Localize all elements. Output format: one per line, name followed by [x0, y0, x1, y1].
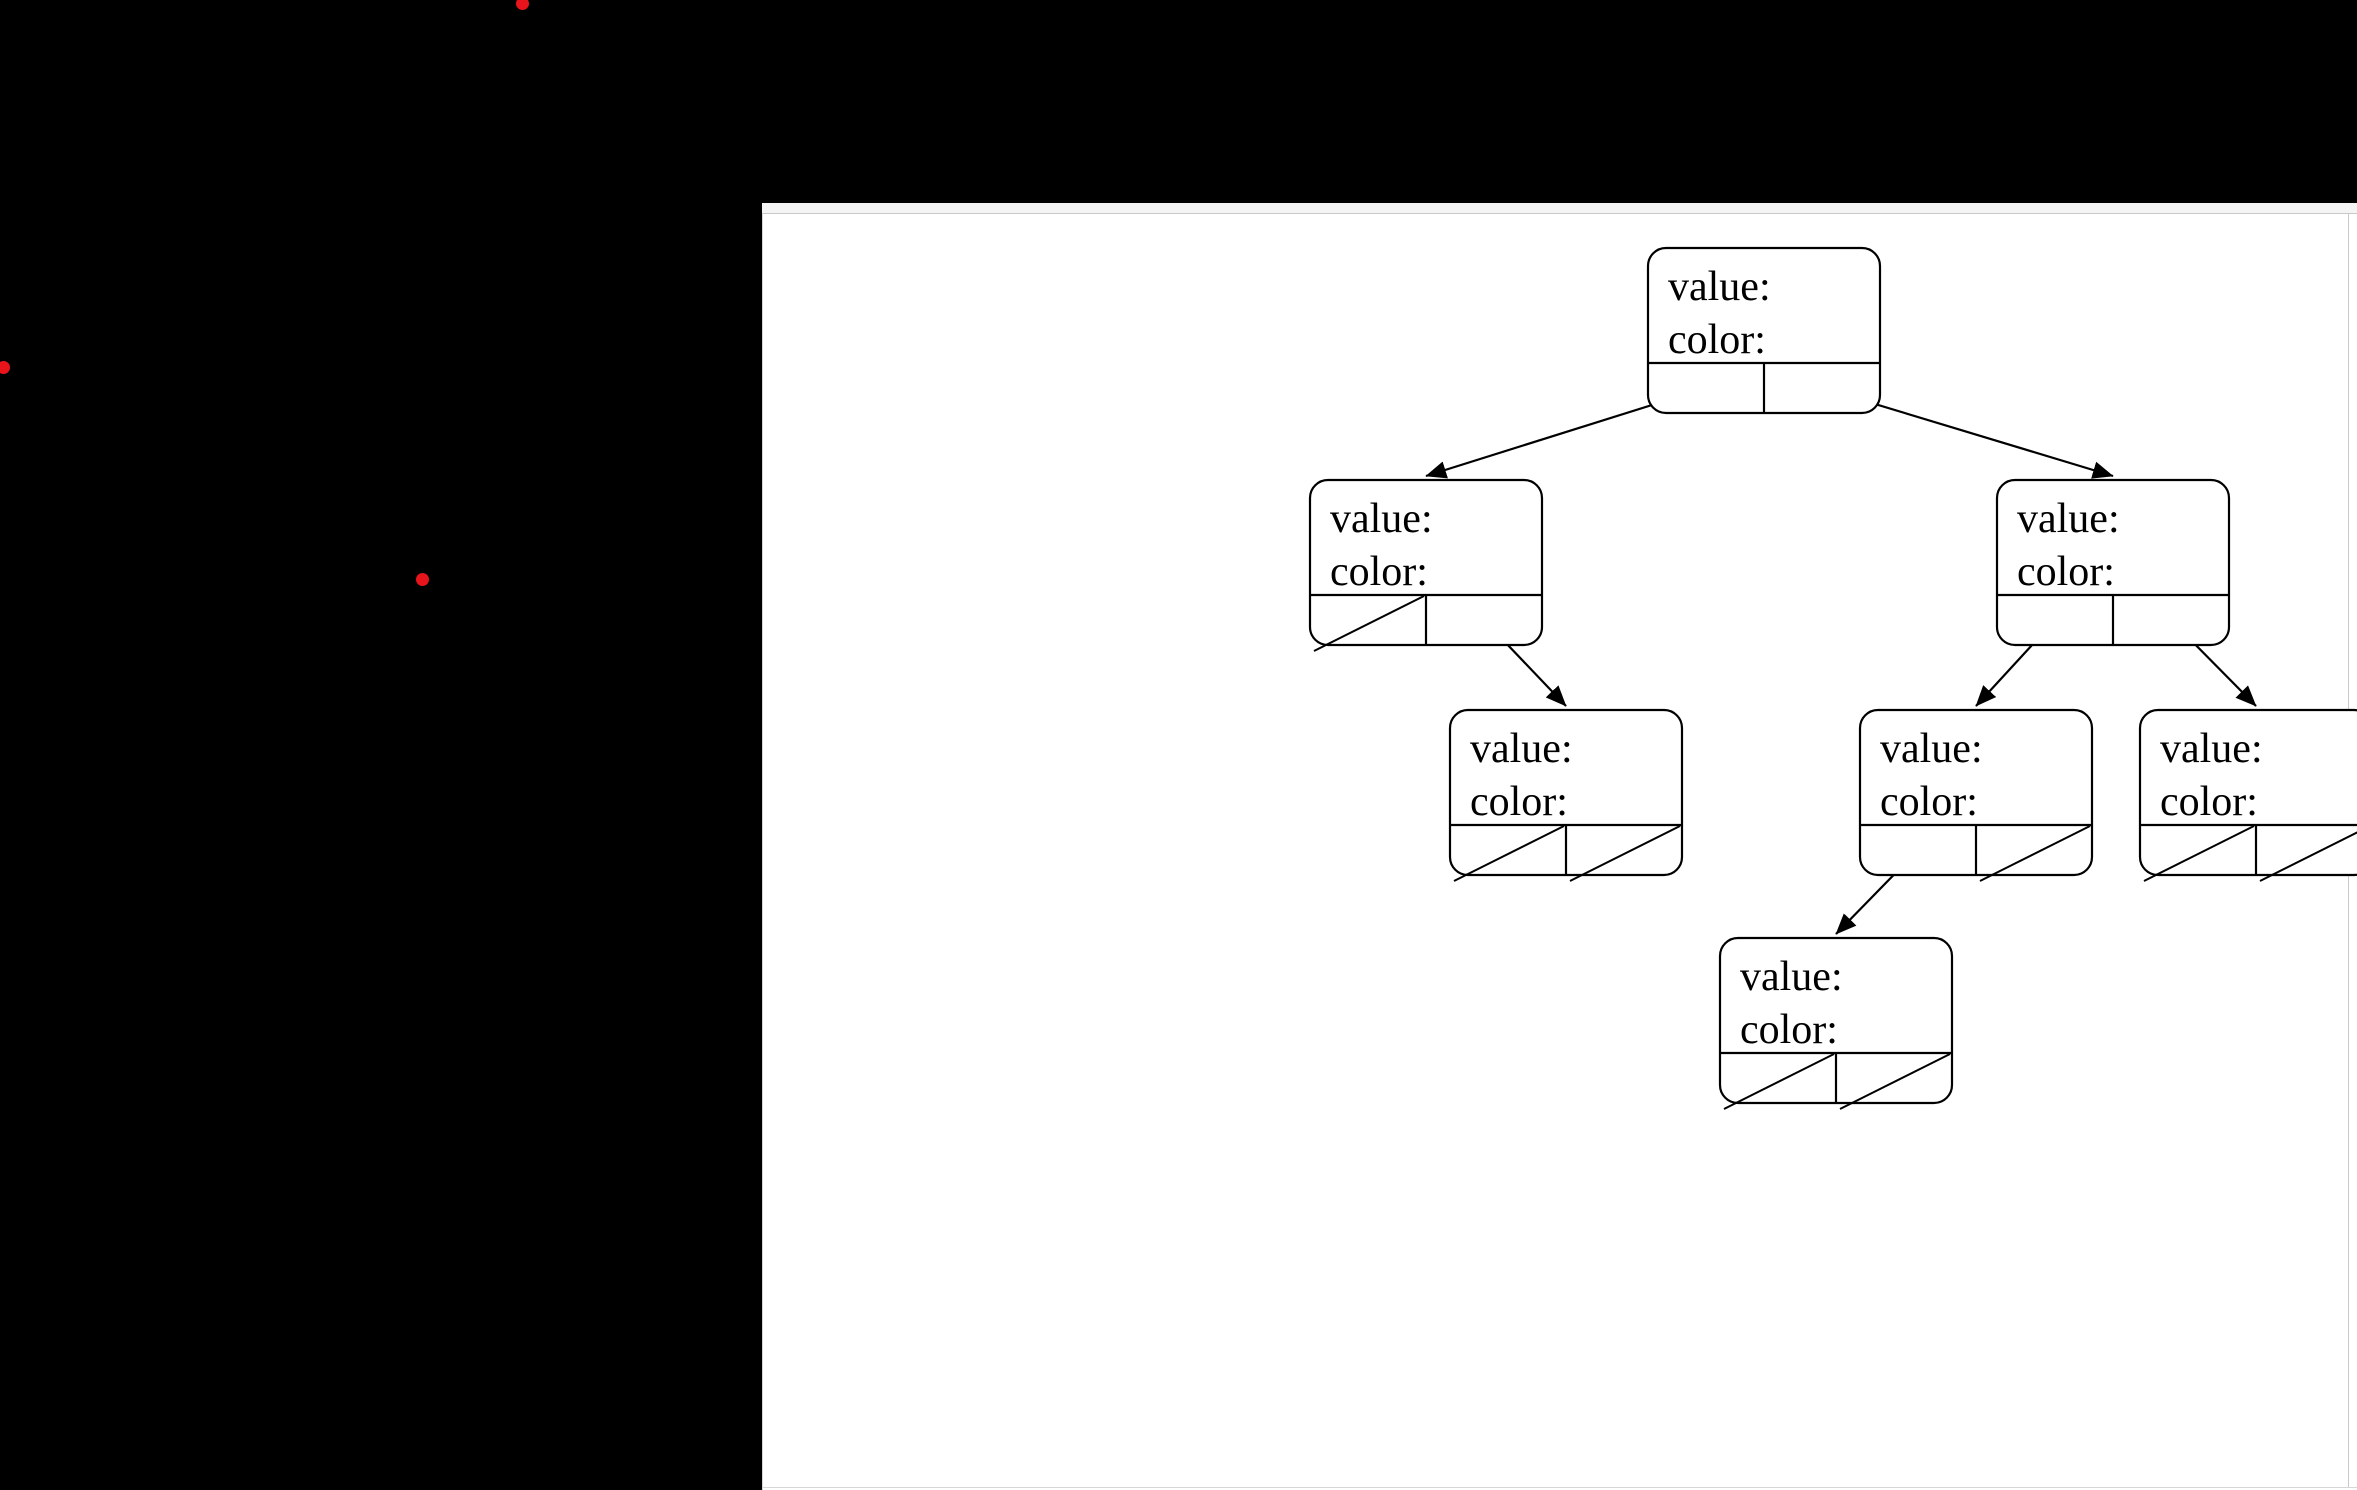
marker-dot-top — [516, 0, 529, 10]
tree-node-left[interactable]: value: color: — [1308, 478, 1544, 652]
tree-node-right[interactable]: value: color: — [1995, 478, 2231, 647]
null-pointer-slash-right — [2259, 831, 2357, 882]
null-pointer-slash-left — [1453, 825, 1565, 882]
node-value-label: value: — [2160, 726, 2263, 772]
diagram-viewer-panel[interactable]: value:color:value:color:value:color:valu… — [762, 203, 2357, 1490]
null-pointer-slash-left — [2143, 825, 2255, 882]
tree-node-right-left-left[interactable]: value: color: — [1718, 936, 1954, 1110]
null-pointer-slash-right — [1979, 825, 2091, 882]
null-pointer-slash-right — [1839, 1053, 1951, 1110]
node-color-label: color: — [2017, 549, 2115, 595]
node-color-label: color: — [2160, 779, 2258, 825]
tree-node-root[interactable]: value: color: — [1646, 246, 1882, 415]
tree-nodes-layer: value:color:value:color:value:color:valu… — [1308, 246, 2357, 1110]
node-value-label: value: — [2017, 496, 2120, 542]
tree-node-right-right[interactable]: value: color: — [2138, 708, 2357, 882]
marker-dot-middle — [416, 573, 429, 586]
node-color-label: color: — [1880, 779, 1978, 825]
tree-node-left-right[interactable]: value: color: — [1448, 708, 1684, 882]
node-value-label: value: — [1880, 726, 1983, 772]
marker-dot-left — [0, 361, 10, 374]
panel-left-border — [762, 214, 763, 1490]
tree-node-right-left[interactable]: value: color: — [1858, 708, 2094, 882]
node-color-label: color: — [1740, 1007, 1838, 1053]
null-pointer-slash-left — [1313, 595, 1425, 652]
tree-diagram-canvas: value:color:value:color:value:color:valu… — [1308, 246, 2357, 1110]
null-pointer-slash-right — [1569, 825, 1681, 882]
node-value-label: value: — [1470, 726, 1573, 772]
node-value-label: value: — [1668, 264, 1771, 310]
panel-bottom-border — [762, 1487, 2357, 1488]
node-value-label: value: — [1740, 954, 1843, 1000]
panel-toolbar-strip — [762, 203, 2357, 214]
node-color-label: color: — [1470, 779, 1568, 825]
node-color-label: color: — [1330, 549, 1428, 595]
node-color-label: color: — [1668, 317, 1766, 363]
null-pointer-slash-left — [1723, 1053, 1835, 1110]
node-value-label: value: — [1330, 496, 1433, 542]
